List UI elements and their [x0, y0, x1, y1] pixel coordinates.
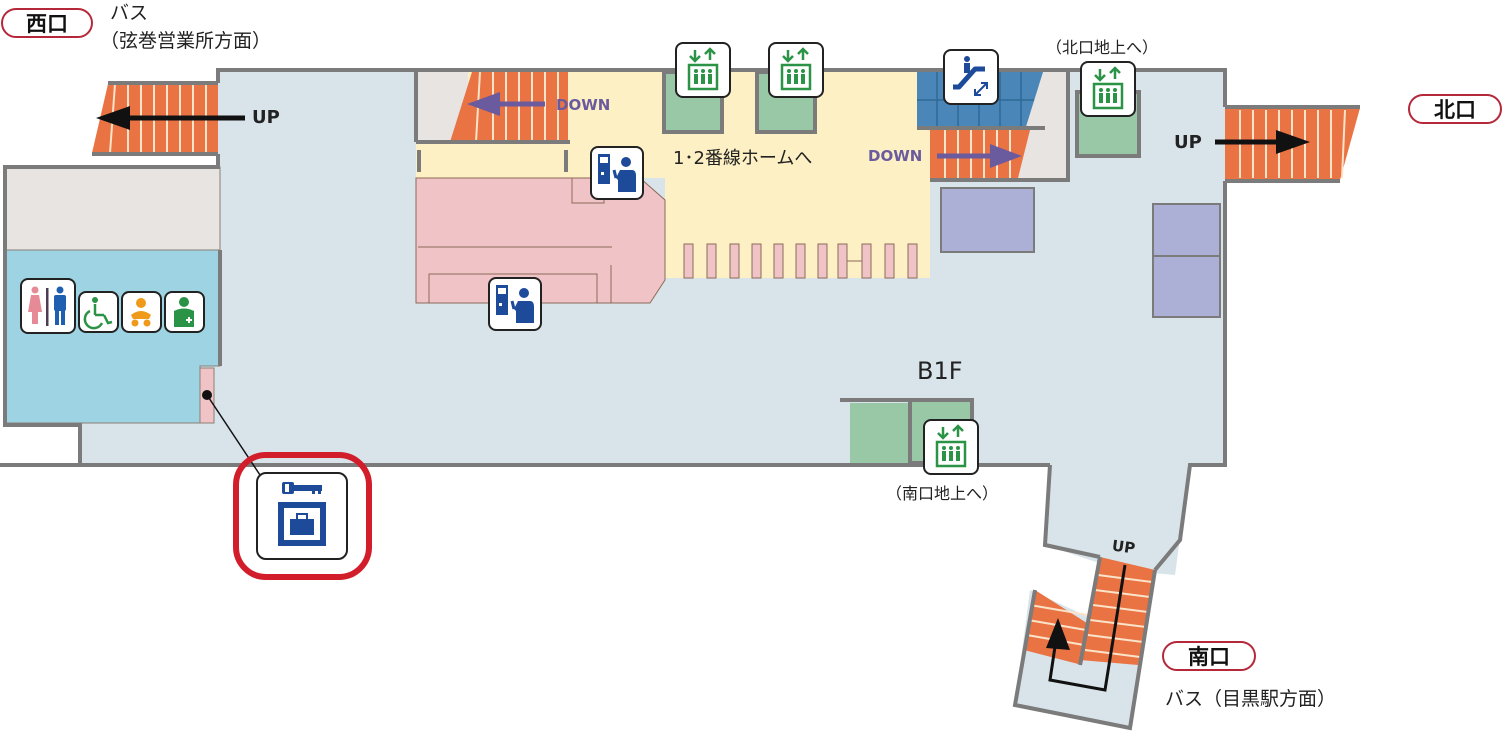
west-destination-line2: （弦巻営業所方面） — [100, 30, 272, 52]
coin-locker-block-2 — [1152, 203, 1221, 257]
ticket-machine-icon[interactable] — [590, 146, 644, 200]
coin-locker-block-3 — [1152, 255, 1221, 318]
elevator-icon[interactable] — [923, 419, 979, 475]
coin-locker-icon[interactable] — [256, 472, 348, 560]
south-destination: バス（目黒駅方面） — [1165, 688, 1337, 710]
ticket-machine-icon[interactable] — [488, 277, 542, 331]
restroom-icon[interactable] — [20, 278, 76, 334]
elevator-icon[interactable] — [768, 42, 824, 98]
west-destination-line1: バス — [110, 2, 149, 24]
locker-pointer-dot — [202, 390, 212, 400]
coin-locker-highlight-ring — [233, 452, 372, 580]
baby-changing-icon[interactable] — [121, 291, 162, 333]
exit-badge-north[interactable]: 北口 — [1408, 94, 1502, 124]
exit-badge-south[interactable]: 南口 — [1162, 641, 1256, 671]
elevator-shaft-south-1 — [850, 403, 908, 463]
platform-down-right-label: DOWN — [868, 147, 923, 165]
south-up-label: UP — [1110, 536, 1137, 558]
escalator-icon[interactable] — [943, 49, 999, 105]
storage-room-west — [4, 166, 221, 251]
outer-walls — [0, 68, 1227, 731]
platform-down-left-arrow — [467, 92, 545, 116]
south-ground-elevator-label: （南口地上へ） — [886, 484, 999, 503]
south-up-arrow — [1046, 564, 1127, 692]
coin-locker-block-1 — [940, 187, 1035, 253]
floor-label: B1F — [917, 357, 963, 385]
west-up-arrow — [96, 106, 245, 130]
north-up-label: UP — [1174, 132, 1202, 153]
restroom-area — [4, 249, 221, 424]
ticket-gates — [683, 243, 918, 279]
elevator-icon[interactable] — [1080, 61, 1136, 117]
west-up-label: UP — [252, 107, 280, 128]
platform-down-left-label: DOWN — [556, 96, 611, 114]
exit-badge-west[interactable]: 西口 — [1, 8, 93, 38]
first-aid-room-icon[interactable] — [164, 291, 205, 333]
elevator-icon[interactable] — [675, 42, 731, 98]
north-up-arrow — [1215, 130, 1310, 154]
locker-pointer-line — [206, 394, 263, 479]
north-ground-elevator-label: （北口地上へ） — [1046, 38, 1159, 57]
platform-direction-label: 1･2番線ホームへ — [673, 148, 813, 169]
platform-down-right-arrow — [937, 144, 1022, 168]
accessible-toilet-icon[interactable] — [78, 291, 119, 333]
